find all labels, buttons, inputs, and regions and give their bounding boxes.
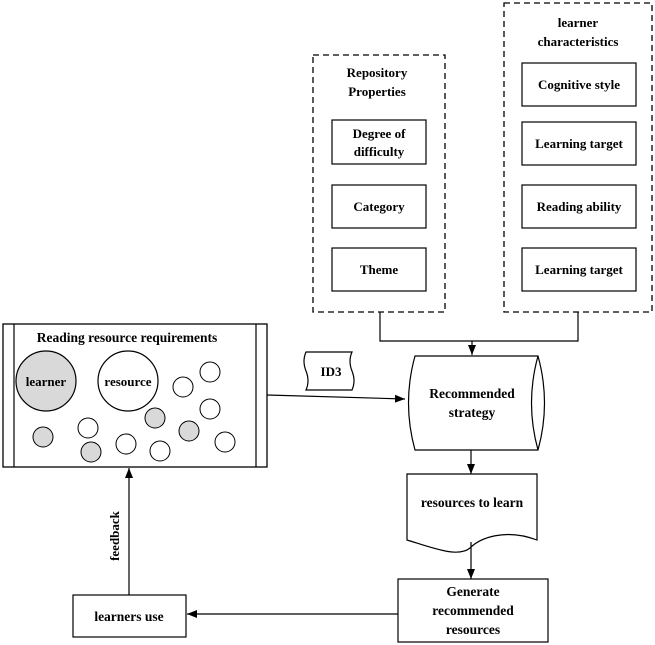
small-circle xyxy=(144,407,166,429)
small-circle xyxy=(199,361,221,383)
learners-use-node: learners use xyxy=(72,594,187,638)
repository-title-line-2: Properties xyxy=(348,84,406,99)
merge-connector xyxy=(379,312,579,355)
small-circle xyxy=(32,426,54,448)
category-box xyxy=(331,184,427,229)
strategy-label-line-1: Recommended xyxy=(429,386,515,401)
generate-label-line-1: Generate xyxy=(446,584,499,599)
requirements-title: Reading resource requirements xyxy=(37,330,217,345)
learning-target-box-1 xyxy=(521,121,637,166)
generate-resources-node: Generate recommended resources xyxy=(397,578,549,643)
characteristics-title-line-1: learner xyxy=(558,15,599,30)
category-label: Category xyxy=(353,199,405,214)
learner-characteristics-group: learner characteristics Cognitive style … xyxy=(503,2,653,313)
learner-circle xyxy=(15,350,77,412)
cognitive-style-label: Cognitive style xyxy=(538,77,620,92)
id3-label: ID3 xyxy=(321,364,342,379)
recommended-strategy-node: Recommended strategy xyxy=(407,355,546,451)
small-circle xyxy=(178,420,200,442)
learners-use-label: learners use xyxy=(94,609,163,624)
small-circle xyxy=(115,433,137,455)
reading-ability-box xyxy=(521,184,637,229)
cognitive-style-box xyxy=(521,62,637,107)
repository-title-line-1: Repository xyxy=(347,65,408,80)
feedback-label: feedback xyxy=(107,510,122,561)
small-circle xyxy=(80,441,102,463)
strategy-label-line-2: strategy xyxy=(449,405,496,420)
small-circle xyxy=(77,417,99,439)
generate-label-line-2: recommended xyxy=(432,603,514,618)
difficulty-box xyxy=(331,119,427,165)
difficulty-label-line-1: Degree of xyxy=(353,126,406,141)
repository-properties-group: Repository Properties Degree of difficul… xyxy=(312,54,446,313)
resources-to-learn-label: resources to learn xyxy=(421,495,524,510)
theme-box xyxy=(331,247,427,292)
requirements-to-strategy-arrow xyxy=(266,394,406,403)
difficulty-label-line-2: difficulty xyxy=(354,144,405,159)
resource-circle-label: resource xyxy=(104,374,151,389)
requirements-panel: Reading resource requirements learner re… xyxy=(2,323,268,468)
characteristics-title-line-2: characteristics xyxy=(538,34,619,49)
resources-to-learn-node: resources to learn xyxy=(406,473,538,553)
learner-circle-label: learner xyxy=(26,374,67,389)
reading-ability-label: Reading ability xyxy=(537,199,622,214)
generate-label-line-3: resources xyxy=(446,622,500,637)
small-circle xyxy=(199,398,221,420)
resource-circle xyxy=(97,350,159,412)
theme-label: Theme xyxy=(360,262,399,277)
small-circle xyxy=(149,440,171,462)
learning-target-label-2: Learning target xyxy=(535,262,623,277)
small-circle xyxy=(172,376,194,398)
learning-target-label-1: Learning target xyxy=(535,136,623,151)
learning-target-box-2 xyxy=(521,247,637,292)
small-circle xyxy=(214,431,236,453)
id3-node: ID3 xyxy=(303,351,355,391)
